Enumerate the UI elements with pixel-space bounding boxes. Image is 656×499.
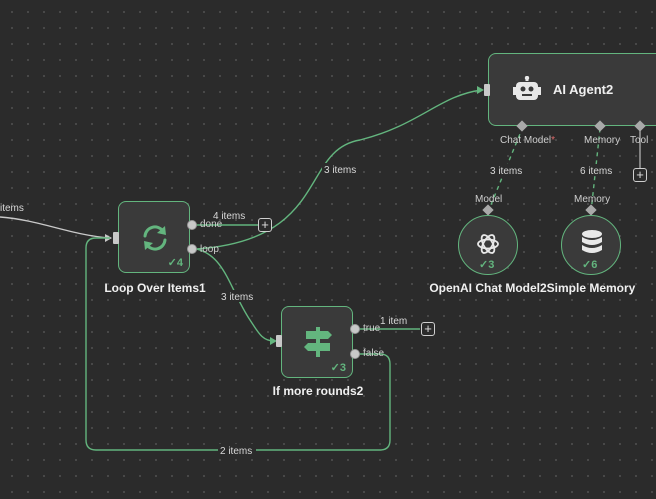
loop-over-items-node[interactable]: ✓4 — [118, 201, 190, 273]
if-node-title: If more rounds2 — [272, 384, 364, 398]
true-edge-label: 1 item — [380, 316, 407, 327]
robot-icon — [513, 76, 541, 100]
label-bg — [218, 444, 256, 456]
loop-node-title: Loop Over Items1 — [104, 281, 206, 295]
false-port-label: false — [363, 348, 385, 359]
agent-node-title: AI Agent2 — [553, 82, 614, 97]
memory-to-agent-label: 6 items — [580, 166, 612, 177]
done-add-node-button[interactable]: + — [258, 218, 272, 232]
openai-chat-model-node[interactable]: ✓3 — [458, 215, 518, 275]
required-marker: * — [551, 135, 556, 146]
openai-port-label: Model — [475, 194, 503, 205]
done-port-label: done — [200, 219, 223, 230]
label-bg — [322, 163, 360, 175]
loop-to-if-edge — [195, 248, 275, 342]
loop-loop-port[interactable] — [187, 244, 197, 254]
simple-memory-node[interactable]: ✓6 — [561, 215, 621, 275]
loop-to-agent-arrow — [477, 86, 484, 94]
openai-to-agent-label: 3 items — [490, 166, 522, 177]
run-count-badge: ✓3 — [330, 362, 346, 374]
chat-model-port-label: Chat Model* — [500, 135, 555, 146]
run-count: 3 — [339, 362, 346, 374]
loop-to-if-label: 3 items — [221, 292, 253, 303]
run-count-badge: ✓3 — [479, 259, 495, 271]
run-count-badge: ✓6 — [582, 259, 598, 271]
openai-node-title: OpenAI Chat Model2 — [429, 281, 547, 295]
ai-agent-node[interactable]: AI Agent2 — [488, 53, 656, 126]
loop-port-label: loop — [200, 244, 219, 255]
chat-model-label-text: Chat Model — [500, 135, 552, 146]
memory-node-title: Simple Memory — [546, 281, 636, 295]
done-edge-label: 4 items — [213, 211, 245, 222]
agent-input-port[interactable] — [484, 84, 490, 96]
label-bg — [578, 164, 616, 176]
if-false-port[interactable] — [350, 349, 360, 359]
tool-add-node-button[interactable]: + — [633, 168, 647, 182]
if-more-rounds-node[interactable]: ✓3 — [281, 306, 353, 378]
memory-node-port-label: Memory — [574, 194, 611, 205]
memory-port-label: Memory — [584, 135, 621, 146]
refresh-icon — [143, 225, 167, 251]
signpost-icon — [304, 327, 332, 357]
incoming-edge-label: items — [0, 203, 24, 214]
database-icon — [582, 230, 602, 253]
label-bg — [488, 164, 526, 176]
loop-input-port[interactable] — [113, 232, 119, 244]
loop-done-port[interactable] — [187, 220, 197, 230]
loop-to-agent-label: 3 items — [324, 165, 356, 176]
if-true-port[interactable] — [350, 324, 360, 334]
true-port-label: true — [363, 323, 381, 334]
incoming-edge — [0, 216, 111, 239]
run-count-badge: ✓4 — [167, 257, 183, 269]
if-input-port[interactable] — [276, 335, 282, 347]
run-count: 3 — [488, 259, 495, 271]
false-back-label: 2 items — [220, 446, 252, 457]
run-count: 6 — [591, 259, 598, 271]
run-count: 4 — [176, 257, 183, 269]
true-add-node-button[interactable]: + — [421, 322, 435, 336]
openai-to-agent-edge — [487, 128, 523, 213]
openai-icon — [477, 234, 499, 254]
tool-port-label: Tool — [630, 135, 649, 146]
label-bg — [219, 290, 257, 302]
loop-to-if-arrow — [270, 337, 277, 345]
